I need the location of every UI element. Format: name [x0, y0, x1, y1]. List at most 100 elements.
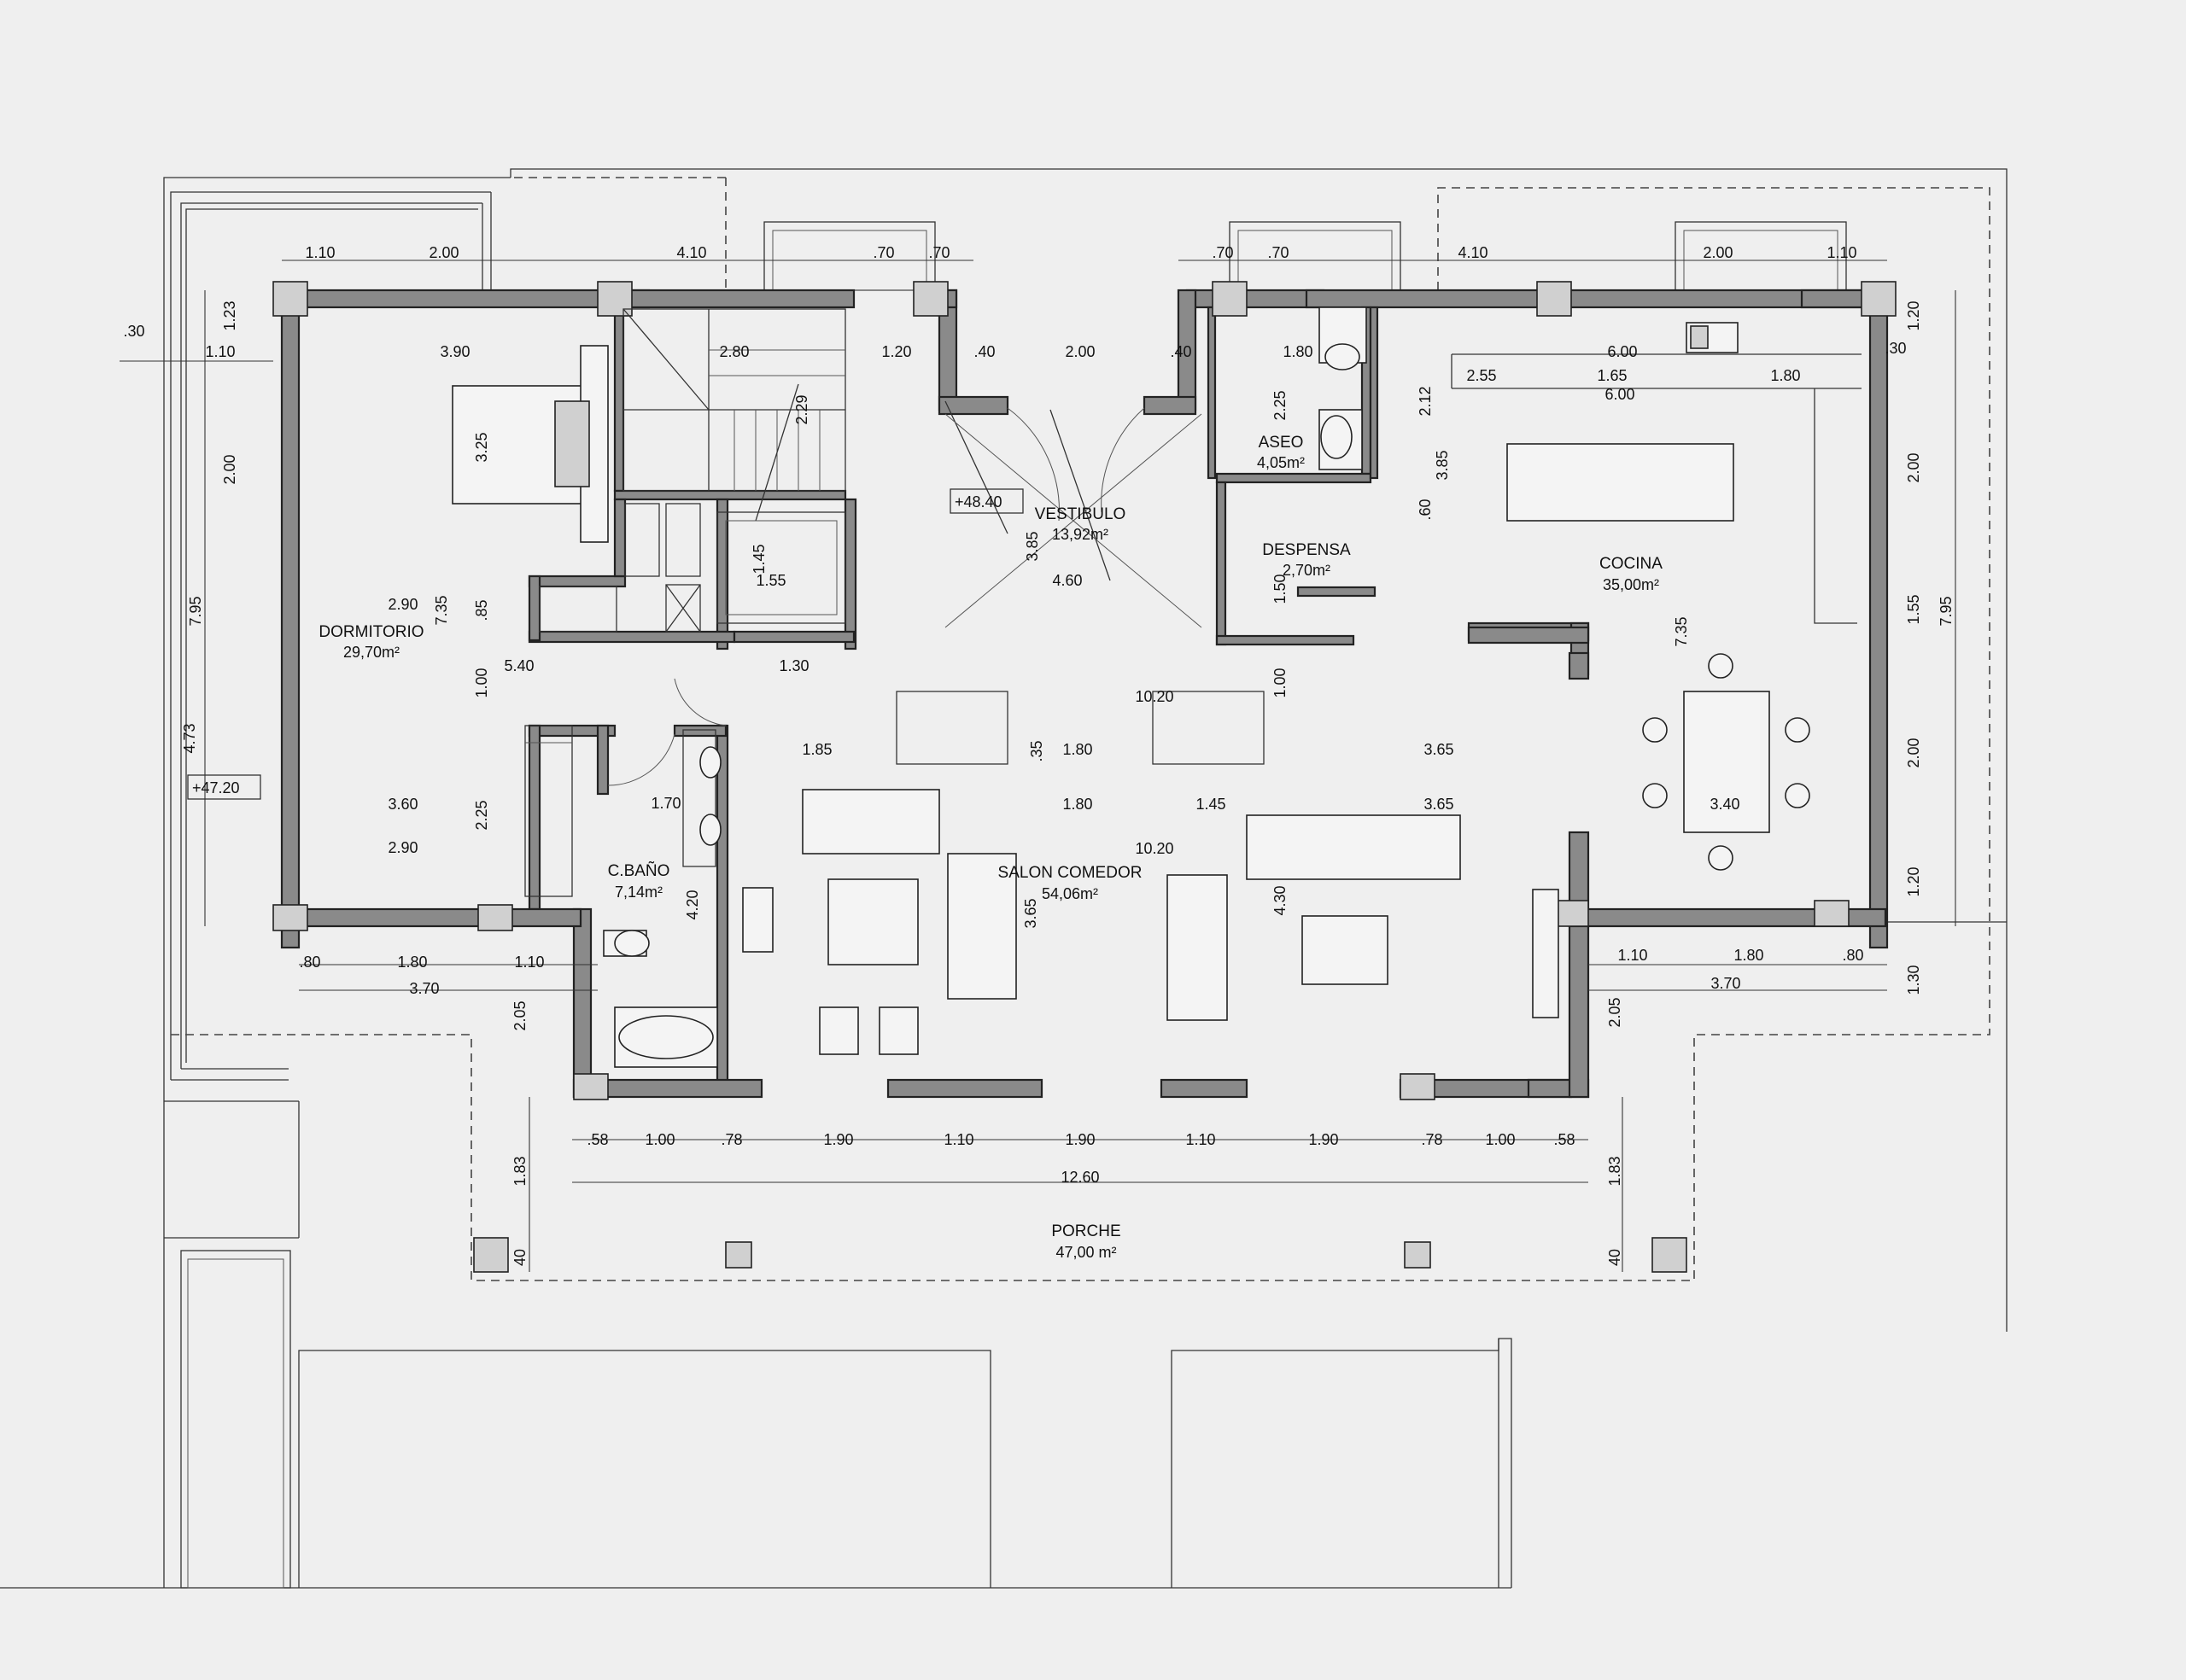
- dimension-label: 4.10: [1458, 244, 1488, 261]
- dimension-label: 7.95: [187, 596, 204, 626]
- dimension-label: 2.55: [1466, 367, 1496, 384]
- dimension-label: 1.80: [1062, 741, 1092, 758]
- dimension-label: 1.10: [305, 244, 335, 261]
- dimension-label: 10.20: [1135, 688, 1173, 705]
- level-labels: +48.40 +47.20: [192, 493, 1002, 796]
- room-area-despensa: 2,70m²: [1283, 562, 1330, 579]
- dimension-label: 1.10: [1827, 244, 1856, 261]
- dimension-label: 3.25: [473, 432, 490, 462]
- room-labels: DORMITORIO 29,70m² VESTIBULO 13,92m² ASE…: [319, 434, 1663, 1261]
- site-lines: [0, 168, 2008, 1589]
- columns: [272, 281, 1897, 1273]
- dimension-label: 3.85: [1024, 531, 1041, 561]
- dimension-label: 1.80: [1283, 343, 1312, 360]
- dimension-label: .60: [1417, 499, 1434, 520]
- dimension-label: 2.00: [221, 454, 238, 484]
- dimension-label: 1.00: [1485, 1131, 1515, 1148]
- dimension-lines: [120, 260, 1956, 1272]
- room-name-cocina: COCINA: [1599, 555, 1663, 573]
- window-bays: [763, 221, 1847, 291]
- dimension-label: .40: [973, 343, 995, 360]
- dimension-label: 1.90: [1308, 1131, 1338, 1148]
- dimension-label: 3.70: [1710, 975, 1740, 992]
- dimension-label: .40: [1170, 343, 1191, 360]
- dimension-label: .70: [1212, 244, 1233, 261]
- room-name-porche: PORCHE: [1051, 1222, 1120, 1240]
- room-name-vestibulo: VESTIBULO: [1035, 505, 1126, 523]
- dimension-label: 1.23: [221, 300, 238, 330]
- dimension-label: 12.60: [1061, 1169, 1099, 1186]
- room-name-despensa: DESPENSA: [1262, 541, 1351, 559]
- dimension-label: 3.65: [1423, 741, 1453, 758]
- dimension-label: 1.00: [1271, 668, 1289, 697]
- dimension-label: 6.00: [1604, 386, 1634, 403]
- dimension-label: 2.00: [429, 244, 459, 261]
- room-area-aseo: 4,05m²: [1257, 454, 1305, 471]
- living-furniture: [742, 691, 1461, 1055]
- dimension-label: 1.20: [1905, 866, 1922, 896]
- dimension-label: 4.60: [1052, 572, 1082, 589]
- dimension-label: .78: [1421, 1131, 1442, 1148]
- dimension-label: .70: [928, 244, 950, 261]
- room-area-porche: 47,00 m²: [1055, 1244, 1116, 1261]
- dimension-label: .30: [1885, 340, 1906, 357]
- dimension-label: 40: [511, 1249, 529, 1266]
- dimension-label: 3.90: [440, 343, 470, 360]
- dimension-label: 2.90: [388, 839, 418, 856]
- dimension-label: 2.00: [1703, 244, 1733, 261]
- room-area-cocina: 35,00m²: [1603, 576, 1659, 593]
- dimension-label: 2.12: [1417, 386, 1434, 416]
- dimension-label: 1.90: [823, 1131, 853, 1148]
- dimension-label: 4.20: [684, 890, 701, 919]
- dimension-label: 2.00: [1905, 738, 1922, 767]
- dimension-label: 1.70: [651, 795, 681, 812]
- dimension-label: 1.10: [514, 954, 544, 971]
- dimension-label: 1.10: [205, 343, 235, 360]
- dimension-label: 1.55: [756, 572, 786, 589]
- dimension-label: 1.55: [1905, 594, 1922, 624]
- doors: [607, 400, 1202, 786]
- dimension-label: 2.25: [473, 800, 490, 830]
- dimension-label: 1.10: [1617, 947, 1647, 964]
- dimension-label: 3.70: [409, 980, 439, 997]
- dimension-label: 1.50: [1271, 574, 1289, 604]
- dimension-label: 1.10: [1185, 1131, 1215, 1148]
- dimension-label: 7.35: [1673, 616, 1690, 646]
- room-area-vestibulo: 13,92m²: [1052, 526, 1108, 543]
- terrace-left: [170, 191, 492, 1081]
- dimension-label: 1.85: [802, 741, 832, 758]
- bath-fixtures: [603, 306, 1367, 1068]
- room-name-dormitorio: DORMITORIO: [319, 623, 424, 641]
- room-name-salon: SALON COMEDOR: [998, 864, 1143, 882]
- dimension-label: 2.90: [388, 596, 418, 613]
- dimension-label: 1.00: [473, 668, 490, 697]
- dimension-label: .70: [1267, 244, 1289, 261]
- room-area-dormitorio: 29,70m²: [343, 644, 400, 661]
- dimension-label: .85: [473, 599, 490, 621]
- dimension-label: 4.30: [1271, 885, 1289, 915]
- dimension-label: 1.90: [1065, 1131, 1095, 1148]
- dimension-label: 1.30: [1905, 965, 1922, 995]
- dimension-label: .80: [299, 954, 320, 971]
- dimension-label: 6.00: [1607, 343, 1637, 360]
- kitchen-furniture: [1451, 322, 1862, 1018]
- roof-outline: [171, 177, 1990, 1281]
- dimension-label: 3.65: [1423, 796, 1453, 813]
- dimension-label: 3.85: [1434, 450, 1451, 480]
- dimension-label: .58: [1553, 1131, 1575, 1148]
- level-label: +47.20: [192, 779, 240, 796]
- dimension-label: 3.65: [1022, 898, 1039, 928]
- dimension-label: 2.05: [1606, 997, 1623, 1027]
- room-area-cbano: 7,14m²: [615, 884, 663, 901]
- dimension-label: 2.00: [1065, 343, 1095, 360]
- dimension-label: 5.40: [504, 657, 534, 674]
- dimension-label: 1.45: [751, 544, 768, 574]
- dimension-label: .70: [873, 244, 894, 261]
- staircase: [539, 308, 846, 633]
- dimension-label: 1.20: [881, 343, 911, 360]
- dimension-label: 1.80: [1062, 796, 1092, 813]
- dimension-label: 1.83: [1606, 1156, 1623, 1186]
- dimension-label: 1.00: [645, 1131, 675, 1148]
- room-name-aseo: ASEO: [1259, 434, 1304, 452]
